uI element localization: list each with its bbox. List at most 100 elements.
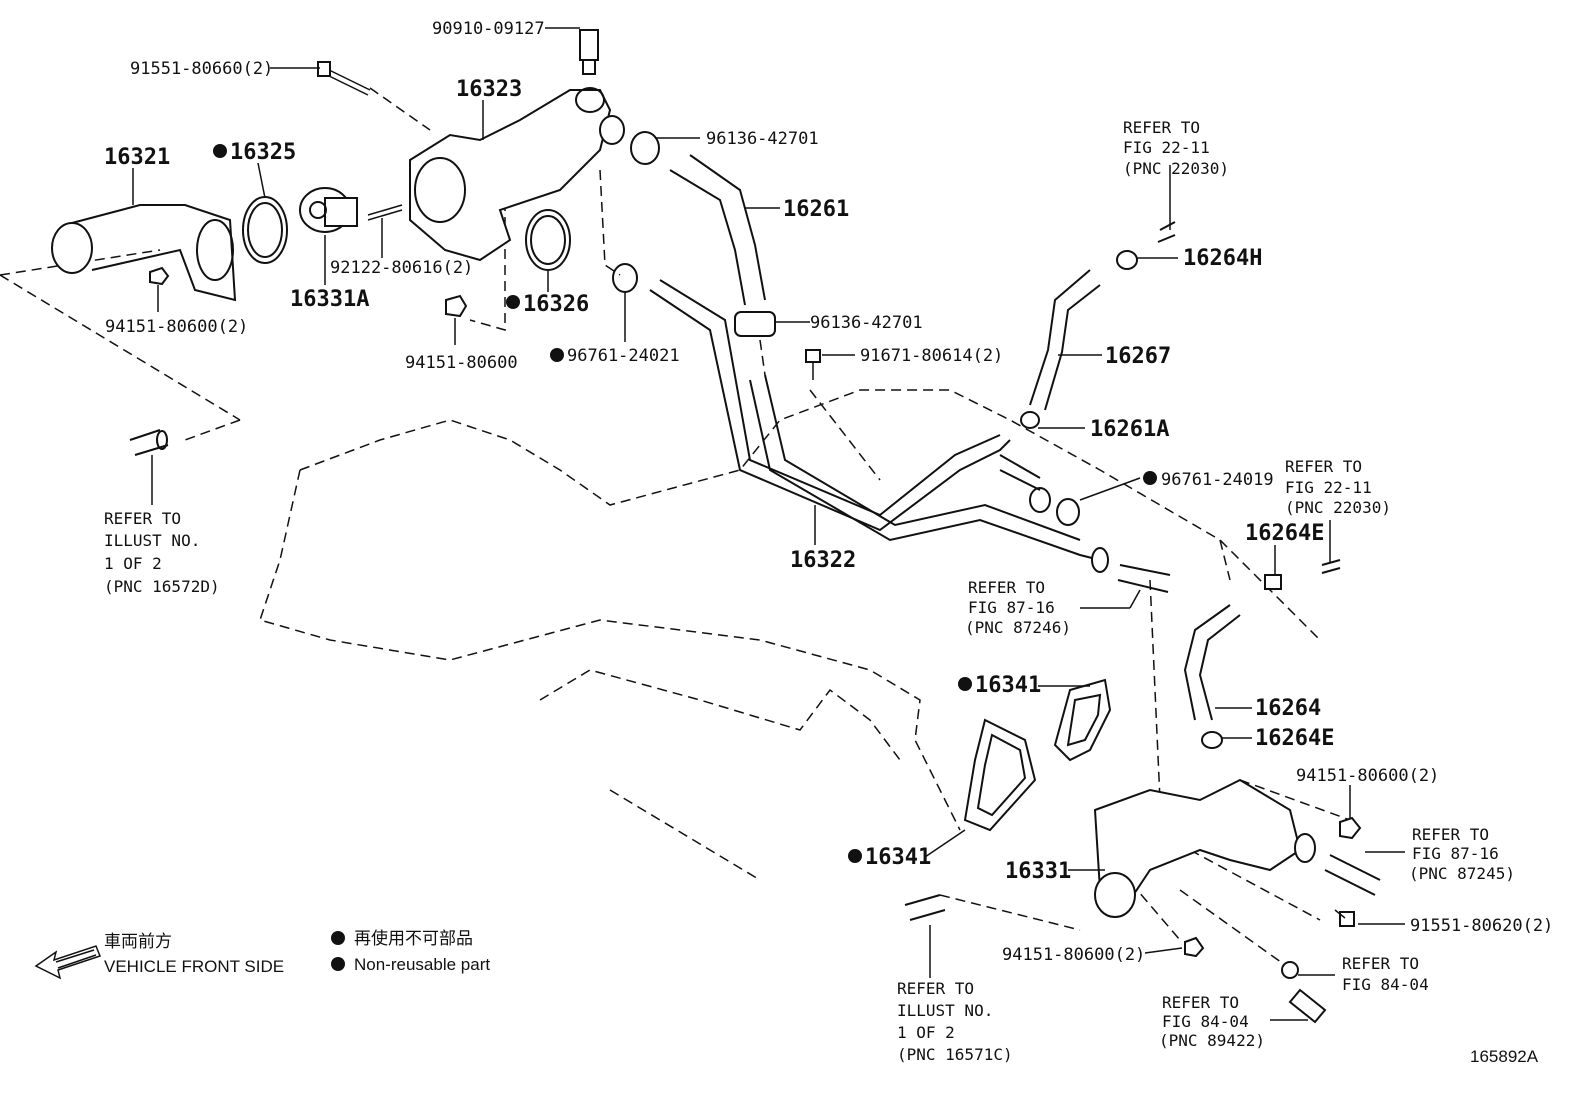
label-16323[interactable]: 16323 [456,77,522,102]
label-16264E-b[interactable]: 16264E [1255,726,1334,751]
label-94151-80600-2c[interactable]: 94151-80600(2) [1002,945,1145,965]
refer-line: REFER TO [897,979,974,998]
part-94151-nut-c [1339,816,1362,840]
label-16322[interactable]: 16322 [790,548,856,573]
part-temp-sensor [1288,988,1327,1024]
part-16331A-thermostat [299,187,358,233]
refer-note-fig22-11-top: REFER TO FIG 22-11 (PNC 22030) [1123,118,1229,178]
label-16264H[interactable]: 16264H [1183,246,1262,271]
nonreusable-dot-96761-24019 [1143,471,1157,485]
part-91551-bolt-top [317,61,371,96]
refer-line: FIG 87-16 [968,598,1055,617]
ref-hose-stubs [129,221,1381,921]
part-92122-stud [367,204,403,221]
part-90910-sensor [579,29,599,75]
figure-id: 165892A [1470,1047,1539,1066]
label-16331A[interactable]: 16331A [290,287,369,312]
part-16322-pipe [649,279,1109,573]
part-94151-nut-d [1184,936,1205,958]
label-16341-a[interactable]: 16341 [975,673,1041,698]
label-94151-80600-2a[interactable]: 94151-80600(2) [105,317,248,337]
part-16261-hose [669,154,766,306]
leader-lines [132,27,1405,1021]
label-16264[interactable]: 16264 [1255,696,1321,721]
legend-front-en: VEHICLE FRONT SIDE [104,957,284,976]
part-96136-clamp-b [734,311,776,337]
legend-nonreuse-en: Non-reusable part [354,955,490,974]
label-16264E-a[interactable]: 16264E [1245,521,1324,546]
label-16331[interactable]: 16331 [1005,859,1071,884]
refer-line: REFER TO [1342,954,1419,973]
legend-dot-jp [331,931,345,945]
refer-line: REFER TO [1123,118,1200,137]
refer-line: ILLUST NO. [897,1001,993,1020]
nonreusable-dot-16325 [213,144,227,158]
part-16264E-clamp-a [1264,574,1282,590]
refer-line: (PNC 22030) [1285,498,1391,517]
vehicle-front-arrow-icon [34,945,101,980]
refer-line: REFER TO [968,578,1045,597]
refer-line: ILLUST NO. [104,531,200,550]
refer-line: FIG 84-04 [1342,975,1429,994]
nonreusable-dot-16341-b [848,849,862,863]
part-16341-gasket-a [1053,678,1112,762]
part-16267-hose [1029,269,1101,411]
label-16267[interactable]: 16267 [1105,344,1171,369]
label-16261[interactable]: 16261 [783,197,849,222]
part-94151-nut-b [445,294,468,318]
label-92122-80616[interactable]: 92122-80616(2) [330,258,473,278]
part-16325-gasket [242,196,288,264]
refer-line: FIG 87-16 [1412,844,1499,863]
label-91551-80620[interactable]: 91551-80620(2) [1410,916,1553,936]
legend-dot-en [331,957,345,971]
label-96761-24021[interactable]: 96761-24021 [567,346,680,366]
refer-note-fig87-16-87246: REFER TO FIG 87-16 (PNC 87246) [965,578,1071,637]
part-16261A-clamp [1020,411,1040,429]
label-16341-b[interactable]: 16341 [865,845,931,870]
part-16264H-clamp [1116,250,1138,270]
refer-line: REFER TO [1285,457,1362,476]
refer-line: 1 OF 2 [104,554,162,573]
label-91551-80660[interactable]: 91551-80660(2) [130,59,273,79]
refer-line: (PNC 87245) [1409,864,1515,883]
label-16326[interactable]: 16326 [523,292,589,317]
refer-line: 1 OF 2 [897,1023,955,1042]
part-16321-outlet [51,204,237,302]
part-16264E-clamp-b [1201,731,1223,749]
refer-note-fig84-04-89422: REFER TO FIG 84-04 (PNC 89422) [1159,993,1265,1050]
refer-line: (PNC 89422) [1159,1031,1265,1050]
refer-line: FIG 22-11 [1123,138,1210,157]
refer-line: REFER TO [1412,825,1489,844]
label-16321[interactable]: 16321 [104,145,170,170]
label-96136-42701-a[interactable]: 96136-42701 [706,129,819,149]
legend-nonreuse-jp: 再使用不可部品 [354,928,473,948]
nonreusable-dot-16326 [506,295,520,309]
part-16264-hose [1183,604,1241,721]
refer-line: (PNC 87246) [965,618,1071,637]
part-96136-clamp-a [630,131,660,165]
label-16261A[interactable]: 16261A [1090,417,1169,442]
refer-line: REFER TO [1162,993,1239,1012]
refer-note-fig84-04-right: REFER TO FIG 84-04 [1342,954,1429,994]
label-91671-80614[interactable]: 91671-80614(2) [860,346,1003,366]
refer-line: (PNC 22030) [1123,159,1229,178]
refer-line: FIG 22-11 [1285,478,1372,497]
part-91671-bolt [805,349,821,380]
refer-line: FIG 84-04 [1162,1012,1249,1031]
label-90910-09127[interactable]: 90910-09127 [432,19,545,39]
label-96761-24019[interactable]: 96761-24019 [1161,470,1274,490]
label-94151-80600-2b[interactable]: 94151-80600(2) [1296,766,1439,786]
label-96136-42701-b[interactable]: 96136-42701 [810,313,923,333]
part-94151-nut-a [149,266,170,286]
part-96761-24021-oring [612,263,638,293]
label-94151-80600[interactable]: 94151-80600 [405,353,518,373]
nonreusable-dot-96761-24021 [550,348,564,362]
label-16325[interactable]: 16325 [230,140,296,165]
part-16331-inlet [1093,778,1316,918]
part-91551-bolt-bottom [1334,909,1355,927]
refer-note-illust-16571C: REFER TO ILLUST NO. 1 OF 2 (PNC 16571C) [897,979,1013,1064]
engine-outline [0,87,1351,966]
refer-note-illust-16572D: REFER TO ILLUST NO. 1 OF 2 (PNC 16572D) [104,509,220,596]
refer-note-fig22-11-right: REFER TO FIG 22-11 (PNC 22030) [1285,457,1391,517]
